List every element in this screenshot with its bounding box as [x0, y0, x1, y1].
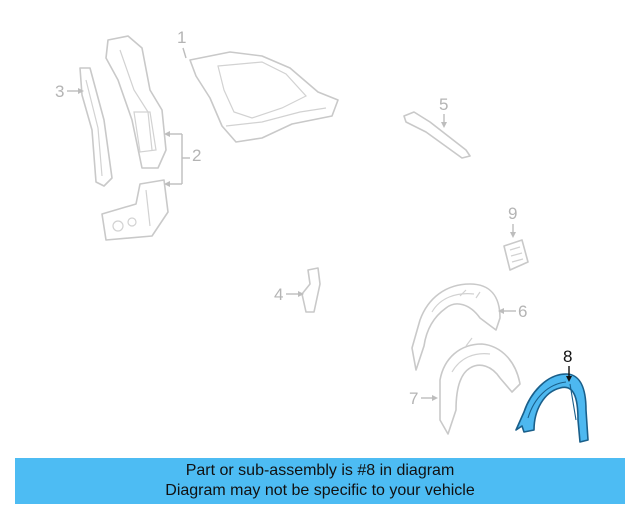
callout-4: 4 [274, 285, 283, 304]
arrowhead-2-lower [164, 181, 170, 187]
part-9-clip[interactable] [503, 239, 529, 271]
part-2-lower-bracket[interactable] [101, 179, 169, 241]
arrowhead-7 [432, 395, 438, 401]
part-6-outer-wheelhouse[interactable] [411, 283, 501, 371]
arrowhead-6 [498, 308, 504, 314]
callout-9: 9 [508, 204, 517, 223]
parts-diagram: 1 2 3 4 5 6 7 8 9 [55, 28, 589, 443]
arrowhead-2-upper [164, 131, 170, 137]
callout-6: 6 [518, 302, 527, 321]
part-8-wheel-arch-liner[interactable] [515, 373, 589, 443]
callout-8: 8 [563, 347, 572, 366]
banner-line-part: Part or sub-assembly is #8 in diagram [185, 462, 455, 479]
banner-line-disclaimer: Diagram may not be specific to your vehi… [165, 482, 475, 499]
part-5-molding[interactable] [403, 111, 471, 159]
info-banner: Part or sub-assembly is #8 in diagram Di… [15, 458, 625, 504]
callout-3: 3 [55, 82, 64, 101]
arrowhead-5 [441, 122, 447, 128]
part-1-quarter-panel[interactable] [189, 51, 339, 143]
arrowhead-8 [566, 376, 572, 382]
callout-2: 2 [192, 146, 201, 165]
leader-line-1 [182, 47, 187, 59]
arrowhead-3 [78, 88, 84, 94]
part-3-pillar[interactable] [79, 67, 113, 187]
arrowhead-9 [510, 232, 516, 238]
part-2-center-pillar[interactable] [105, 35, 167, 169]
callout-1: 1 [177, 28, 186, 47]
part-4-bracket[interactable] [301, 267, 321, 313]
callout-5: 5 [439, 95, 448, 114]
callout-7: 7 [409, 389, 418, 408]
part-7-inner-wheelhouse[interactable] [439, 337, 521, 435]
arrowhead-4 [298, 291, 304, 297]
